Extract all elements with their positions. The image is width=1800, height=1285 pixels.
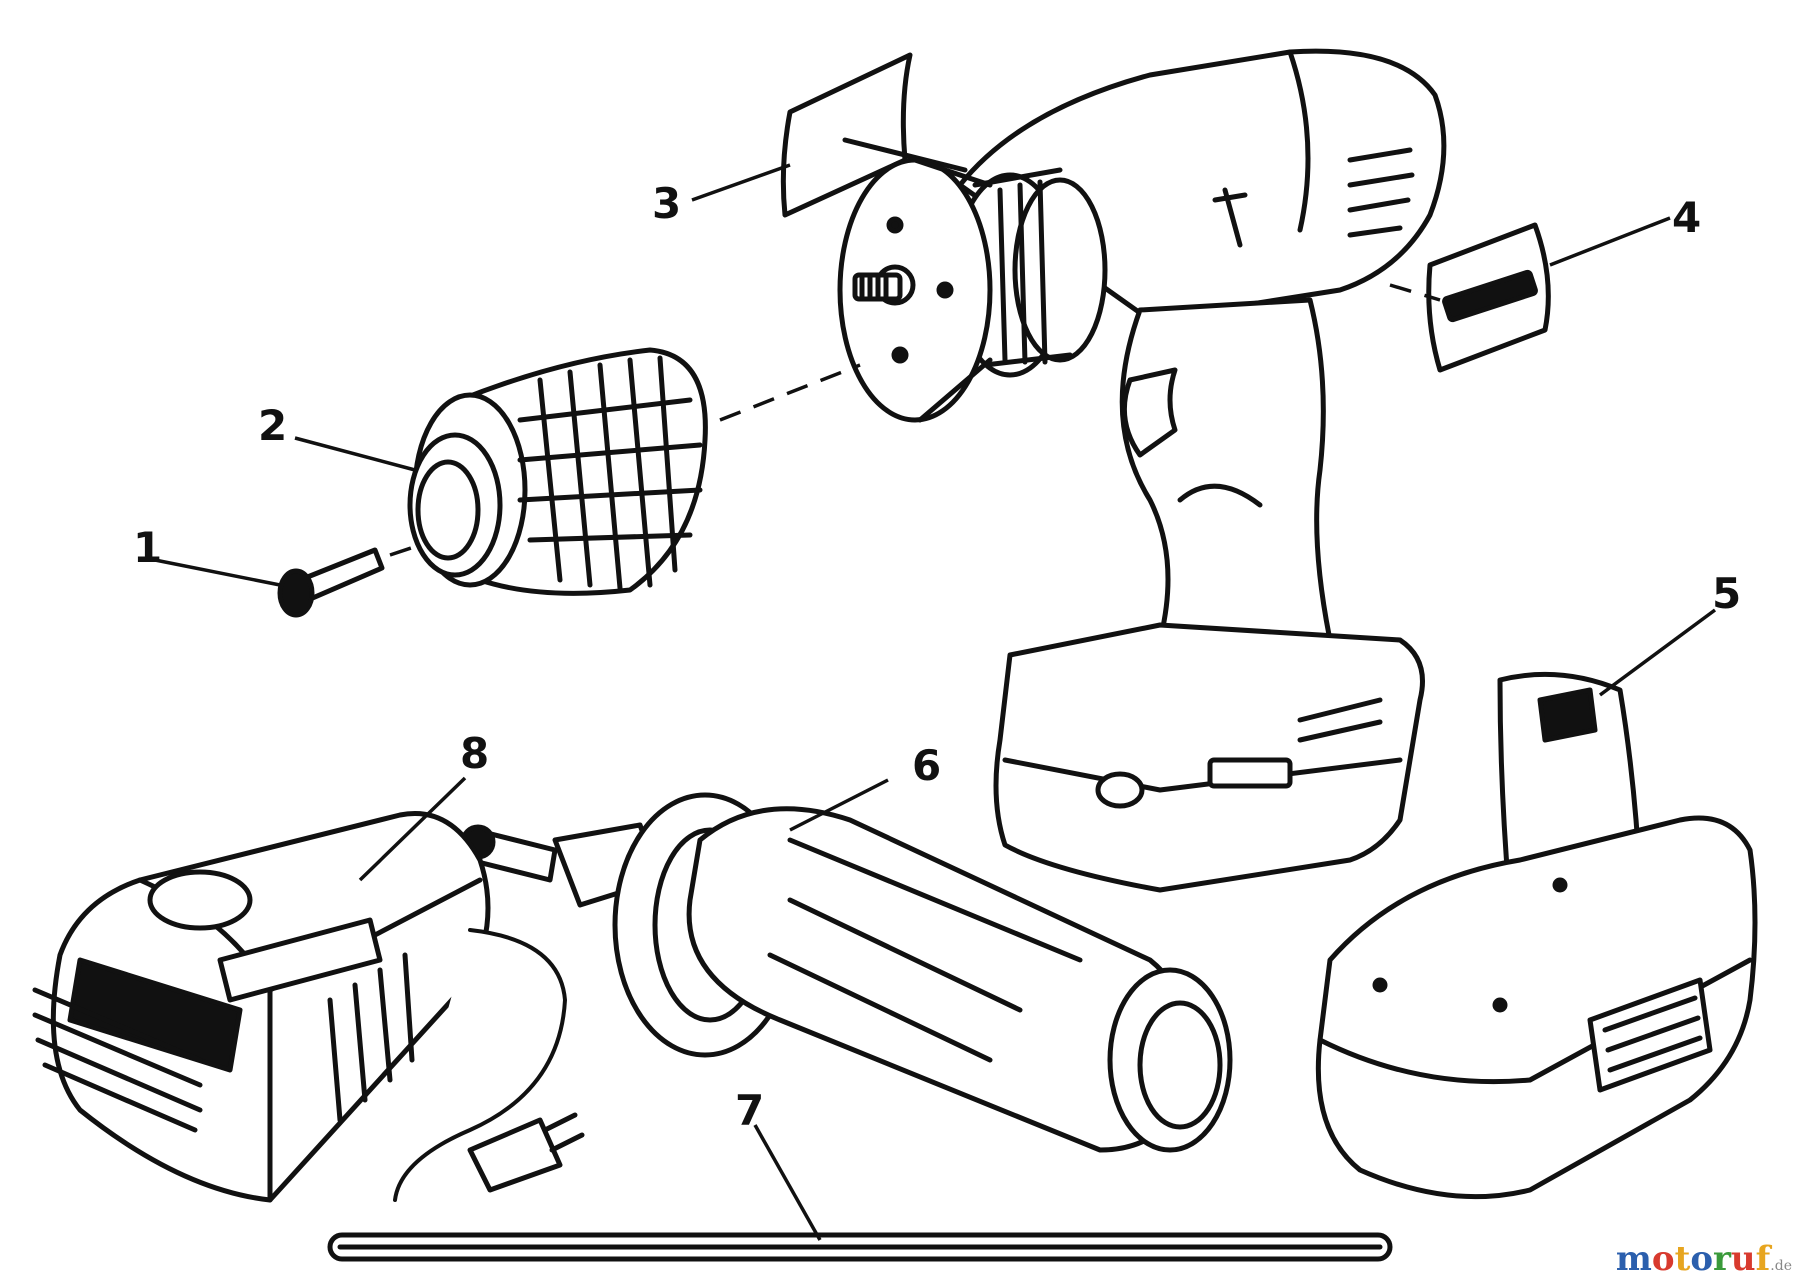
part-4-label	[1426, 222, 1551, 373]
leader-lines	[154, 163, 1717, 1241]
part-1-screw	[277, 547, 385, 618]
leader-3	[691, 163, 791, 202]
leader-7	[753, 1124, 822, 1241]
leader-2-dash	[719, 363, 861, 422]
watermark-letter: o	[1690, 1239, 1713, 1279]
leader-5	[1598, 608, 1717, 697]
leader-4-dash	[1389, 283, 1441, 302]
callout-8: 8	[460, 729, 489, 778]
callout-6: 6	[912, 741, 941, 790]
leader-6	[789, 778, 889, 832]
callout-4: 4	[1672, 193, 1701, 242]
part-5-battery-pack	[1315, 671, 1758, 1200]
part-6-side-handle	[460, 792, 1233, 1153]
watermark-letter: f	[1755, 1239, 1771, 1279]
drill-body	[837, 48, 1447, 893]
watermark-letter: o	[1651, 1239, 1675, 1279]
watermark-letter: r	[1713, 1239, 1731, 1279]
watermark-letter: u	[1730, 1239, 1756, 1279]
leader-2	[294, 436, 416, 472]
callout-5: 5	[1712, 569, 1741, 618]
leader-8	[358, 776, 467, 882]
part-2-chuck	[407, 347, 708, 596]
leader-4	[1549, 216, 1671, 267]
part-7-rod	[327, 1232, 1393, 1262]
part-8-charger	[32, 811, 585, 1203]
watermark-letter: m	[1615, 1239, 1652, 1279]
watermark-letter: t	[1674, 1239, 1691, 1279]
callout-3: 3	[652, 179, 681, 228]
callout-7: 7	[735, 1086, 764, 1135]
callout-1: 1	[133, 523, 162, 572]
callout-numbers: 1 2 3 4 5 6 7 8	[133, 179, 1741, 1135]
callout-2: 2	[258, 401, 287, 450]
watermark: motoruf.de	[1616, 1239, 1792, 1279]
watermark-suffix: .de	[1770, 1258, 1792, 1274]
leader-1-dash	[389, 543, 421, 557]
leader-1	[154, 558, 281, 587]
